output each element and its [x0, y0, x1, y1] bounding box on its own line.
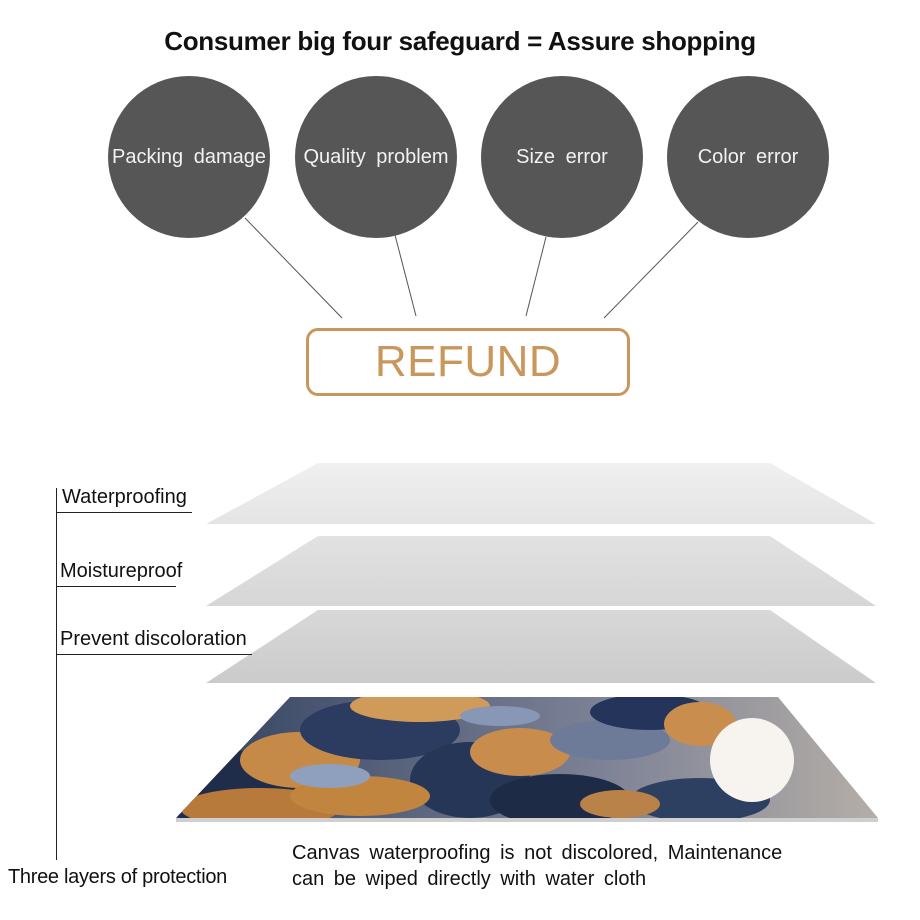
three-layers-label: Three layers of protection [8, 866, 227, 888]
rug-shadow [176, 818, 878, 822]
safeguard-circle-packing-damage: Packing damage [108, 76, 270, 238]
safeguard-label: Packing damage [112, 145, 266, 168]
layer-prevent-discoloration [206, 610, 876, 683]
safeguard-circle-size-error: Size error [481, 76, 643, 238]
layer-waterproofing [206, 463, 876, 524]
safeguard-circle-quality-problem: Quality problem [295, 76, 457, 238]
layer-label-prevent-discoloration: Prevent discoloration [60, 628, 247, 650]
rug-image [176, 697, 878, 818]
layer-label-moistureproof: Moistureproof [60, 560, 183, 582]
safeguard-circle-color-error: Color error [667, 76, 829, 238]
protection-bracket [56, 488, 57, 860]
safeguard-label: Size error [516, 145, 608, 168]
layer-moistureproof [206, 536, 876, 606]
caption-line-1: Canvas waterproofing is not discolored, … [292, 842, 783, 864]
safeguard-label: Color error [697, 145, 799, 168]
label-underline [56, 586, 176, 587]
page-title: Consumer big four safeguard = Assure sho… [164, 26, 756, 56]
safeguard-label: Quality problem [303, 145, 449, 168]
layer-label-waterproofing: Waterproofing [62, 486, 187, 508]
caption-line-2: can be wiped directly with water cloth [292, 868, 647, 890]
label-underline [56, 512, 192, 513]
label-underline [56, 654, 252, 655]
refund-box: REFUND [306, 328, 630, 396]
refund-label: REFUND [374, 337, 562, 386]
